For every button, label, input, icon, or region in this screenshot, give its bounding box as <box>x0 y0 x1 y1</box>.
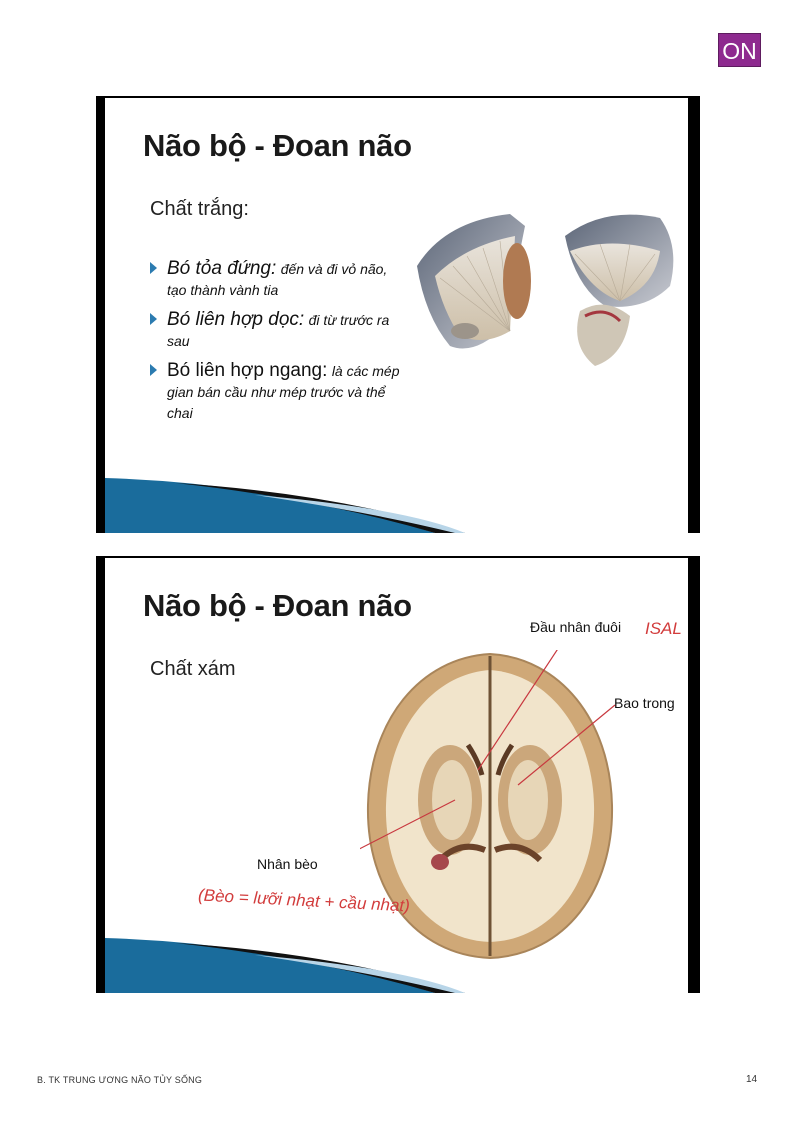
bullet-term: Bó liên hợp ngang: <box>167 360 328 381</box>
slide-gray-matter: Não bộ - Đoan não Chất xám Đầu nhân đuôi… <box>96 556 700 993</box>
label-internal-capsule: Bao trong <box>614 695 675 711</box>
slide-title: Não bộ - Đoan não <box>143 128 412 163</box>
label-caudate-head: Đầu nhân đuôi <box>530 619 622 635</box>
bullet-arrow-icon <box>150 364 157 376</box>
footer-course-title: B. TK TRUNG ƯƠNG NÃO TỦY SỐNG <box>37 1075 203 1085</box>
slide-subtitle: Chất xám <box>150 658 236 680</box>
white-matter-fibers-illustration <box>417 214 674 366</box>
bullet-arrow-icon <box>150 262 157 274</box>
on-badge: ON <box>718 33 761 67</box>
slide-subtitle: Chất trắng: <box>150 198 249 220</box>
slide-swoosh-decoration <box>105 478 465 533</box>
bullet-desc: đi từ trước ra sau <box>167 312 390 349</box>
page-number: 14 <box>746 1074 758 1085</box>
slide-swoosh-decoration <box>105 938 465 993</box>
bullet-desc: là các mép gian bán cầu như mép trước và… <box>167 363 400 421</box>
bullet-desc: đến và đi vỏ não, tạo thành vành tia <box>167 261 388 298</box>
brain-horizontal-section-illustration <box>360 650 616 960</box>
bullet-item: Bó liên hợp dọc: đi từ trước ra sau <box>150 309 410 352</box>
handwritten-note-caudate: ISAL <box>645 619 682 638</box>
slide-title: Não bộ - Đoan não <box>143 588 412 623</box>
bullet-item: Bó tỏa đứng: đến và đi vỏ não, tạo thành… <box>150 258 410 301</box>
slide-white-matter: Não bộ - Đoan não Chất trắng: Bó tỏa đứn… <box>96 96 700 533</box>
bullet-arrow-icon <box>150 313 157 325</box>
bullet-term: Bó tỏa đứng: <box>167 258 277 279</box>
bullet-term: Bó liên hợp dọc: <box>167 309 305 330</box>
bullet-item: Bó liên hợp ngang: là các mép gian bán c… <box>150 360 410 424</box>
bullet-list: Bó tỏa đứng: đến và đi vỏ não, tạo thành… <box>150 258 410 432</box>
label-lentiform-nucleus: Nhân bèo <box>257 856 318 872</box>
